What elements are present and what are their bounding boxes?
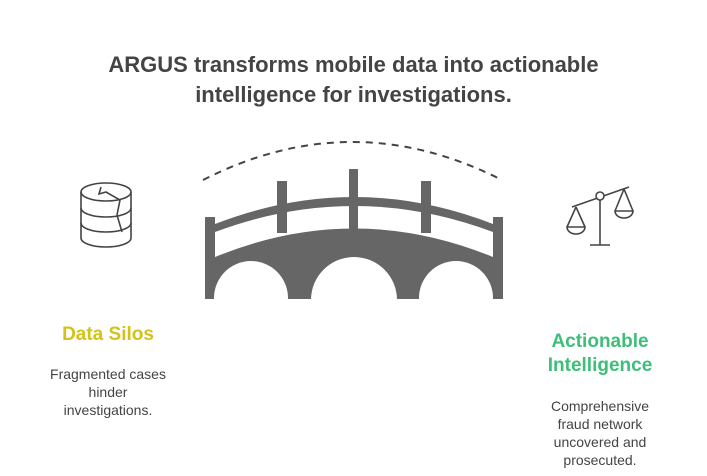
desc-line: prosecuted.: [563, 452, 637, 468]
label-line: Intelligence: [547, 355, 653, 376]
scales-icon: [566, 186, 634, 246]
broken-database-icon: [80, 182, 132, 248]
desc-line: fraud network: [557, 416, 643, 432]
desc-line: Fragmented cases: [50, 366, 166, 382]
page-title: ARGUS transforms mobile data into action…: [0, 50, 707, 110]
data-silos-description: Fragmented cases hinder investigations.: [28, 365, 188, 419]
title-line: ARGUS transforms mobile data into action…: [108, 52, 599, 77]
desc-line: Comprehensive: [550, 398, 650, 414]
dashed-arc: [202, 141, 499, 181]
desc-line: hinder: [88, 384, 128, 400]
actionable-intelligence-description: Comprehensive fraud network uncovered an…: [520, 397, 680, 469]
title-line: intelligence for investigations.: [195, 82, 512, 107]
desc-line: uncovered and: [553, 434, 647, 450]
label-line: Actionable: [551, 331, 649, 352]
actionable-intelligence-label: Actionable Intelligence: [520, 330, 680, 378]
bridge-icon: [205, 169, 503, 343]
data-silos-label: Data Silos: [62, 324, 154, 345]
desc-line: investigations.: [63, 402, 153, 418]
